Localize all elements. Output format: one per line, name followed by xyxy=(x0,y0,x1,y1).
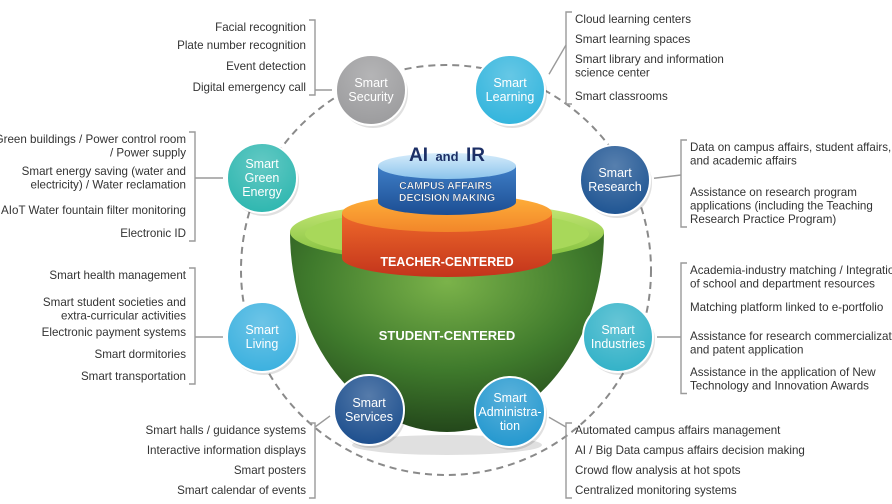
services-item-list: Smart halls / guidance systemsInteractiv… xyxy=(146,415,331,499)
industries-item: Technology and Innovation Awards xyxy=(690,380,869,393)
living-item: Smart health management xyxy=(49,269,186,282)
administration-item: AI / Big Data campus affairs decision ma… xyxy=(575,444,805,457)
services-connector xyxy=(314,415,331,428)
industries-item: and patent application xyxy=(690,344,803,357)
center-illustration: AI and IR CAMPUS AFFAIRS DECISION MAKING… xyxy=(290,145,604,455)
research-connector xyxy=(653,174,682,179)
green-energy-item: Smart energy saving (water and xyxy=(22,165,186,178)
industries-item: Assistance in the application of New xyxy=(690,366,876,379)
campus-affairs-label: CAMPUS AFFAIRS DECISION MAKING xyxy=(399,180,495,204)
industries-item: Academia-industry matching / Integration xyxy=(690,264,892,277)
learning-item: science center xyxy=(575,67,650,80)
administration-connector xyxy=(548,416,567,428)
learning-item: Smart learning spaces xyxy=(575,33,691,46)
industries-item: Matching platform linked to e-portfolio xyxy=(690,301,883,314)
industries-item-list: Academia-industry matching / Integration… xyxy=(657,262,892,395)
learning-item: Cloud learning centers xyxy=(575,13,691,26)
learning-item: Smart library and information xyxy=(575,53,724,66)
services-item: Smart halls / guidance systems xyxy=(146,424,307,437)
security-bracket xyxy=(309,19,316,96)
security-item: Facial recognition xyxy=(215,21,306,34)
industries-bracket xyxy=(680,262,687,395)
security-item: Digital emergency call xyxy=(193,81,306,94)
administration-item: Automated campus affairs management xyxy=(575,424,781,437)
learning-connector xyxy=(548,44,567,75)
living-item: Smart transportation xyxy=(81,370,186,383)
research-item: applications (including the Teaching xyxy=(690,200,873,213)
administration-item-list: Automated campus affairs management AI / … xyxy=(548,416,805,499)
dashed-ring xyxy=(240,64,652,476)
industries-item: Assistance for research commercializatio… xyxy=(690,330,892,343)
research-item: Assistance on research program xyxy=(690,186,857,199)
administration-item: Centralized monitoring systems xyxy=(575,484,737,497)
green-energy-item: / Power supply xyxy=(110,147,186,160)
living-item: Electronic payment systems xyxy=(42,326,187,339)
green-energy-item-list: Green buildings / Power control room/ Po… xyxy=(0,131,223,242)
services-item: Smart posters xyxy=(234,464,306,477)
teacher-centered-label: TEACHER-CENTERED xyxy=(380,255,513,269)
living-item: Smart student societies and xyxy=(43,296,186,309)
research-item: and academic affairs xyxy=(690,155,797,168)
living-item: extra-curricular activities xyxy=(61,310,186,323)
and-text: and xyxy=(435,149,458,164)
learning-bracket xyxy=(565,11,572,105)
ai-ir-title: AI and IR xyxy=(409,145,485,166)
living-item: Smart dormitories xyxy=(95,348,187,361)
living-bracket xyxy=(189,267,196,385)
research-item: Data on campus affairs, student affairs, xyxy=(690,141,891,154)
industries-item: of school and department resources xyxy=(690,278,875,291)
ir-text: IR xyxy=(466,145,485,166)
services-item: Interactive information displays xyxy=(147,444,306,457)
student-centered-label: STUDENT-CENTERED xyxy=(379,328,516,343)
research-item-list: Data on campus affairs, student affairs,… xyxy=(653,139,891,228)
green-energy-bracket xyxy=(189,131,196,242)
security-item: Event detection xyxy=(226,60,306,73)
ai-text: AI xyxy=(409,145,428,166)
services-item: Smart calendar of events xyxy=(177,484,306,497)
administration-item: Crowd flow analysis at hot spots xyxy=(575,464,741,477)
research-item: Research Practice Program) xyxy=(690,213,836,226)
green-energy-item: AIoT Water fountain filter monitoring xyxy=(1,204,186,217)
green-energy-item: Electronic ID xyxy=(120,227,186,240)
green-energy-item: electricity) / Water reclamation xyxy=(31,179,186,192)
security-item: Plate number recognition xyxy=(177,39,306,52)
administration-bracket xyxy=(565,422,572,499)
services-bracket xyxy=(309,422,316,499)
research-bracket xyxy=(680,139,687,228)
learning-item: Smart classrooms xyxy=(575,90,668,103)
green-energy-item: Green buildings / Power control room xyxy=(0,133,186,146)
